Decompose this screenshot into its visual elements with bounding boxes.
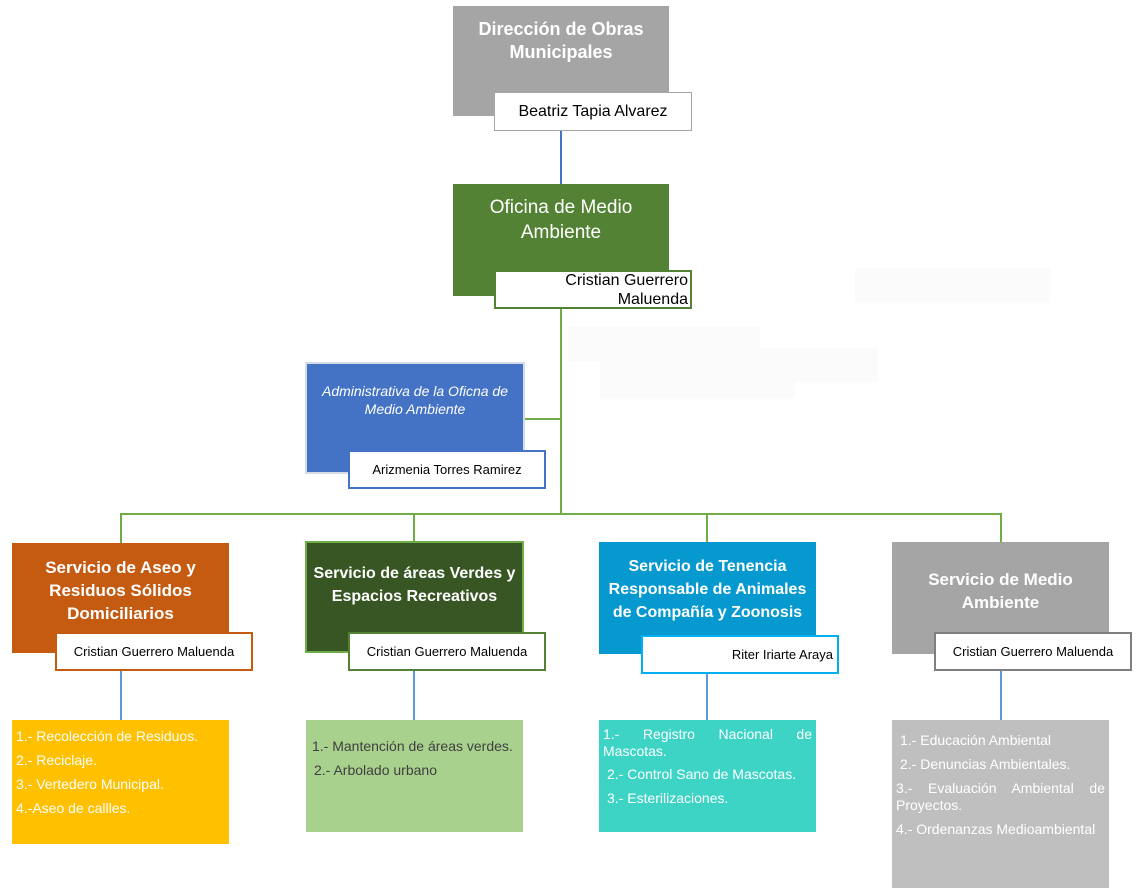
list-item: 4.-Aseo de callles. — [16, 800, 131, 816]
oficina-name: Cristian Guerrero Maluenda — [494, 270, 692, 309]
administrativa-name: Arizmenia Torres Ramirez — [348, 450, 546, 489]
list-item: 3.- Esterilizaciones. — [607, 790, 729, 806]
service-aseo-name: Cristian Guerrero Maluenda — [55, 632, 253, 671]
administrativa-title: Administrativa de la Oficna de Medio Amb… — [322, 383, 508, 417]
list-item: 1.- Recolección de Residuos. — [16, 728, 199, 744]
oficina-title: Oficina de Medio Ambiente — [489, 197, 633, 243]
service-areas-list: 1.- Mantención de áreas verdes. 2.- Arbo… — [306, 720, 523, 832]
list-item: 4.- Ordenanzas Medioambiental — [896, 821, 1096, 837]
service-tenencia-name: Riter Iriarte Araya — [641, 635, 839, 674]
ghost-shape — [855, 268, 1050, 302]
direccion-name: Beatriz Tapia Alvarez — [494, 92, 692, 131]
list-item: 2.- Arbolado urbano — [314, 762, 437, 778]
service-aseo-list: 1.- Recolección de Residuos. 2.- Recicla… — [12, 720, 229, 844]
ghost-shape — [600, 382, 795, 398]
service-tenencia-title: Servicio de Tenencia Responsable de Anim… — [608, 557, 807, 621]
list-item: 1.- Mantención de áreas verdes. — [312, 738, 513, 754]
service-medio-title: Servicio de Medio Ambiente — [928, 570, 1073, 612]
service-medio-list: 1.- Educación Ambiental 2.- Denuncias Am… — [892, 720, 1109, 888]
list-item: 1.- Registro Nacional de Mascotas. — [603, 726, 812, 759]
list-item: 3.- Evaluación Ambiental de Proyectos. — [896, 780, 1105, 813]
direccion-title: Dirección de Obras Municipales — [478, 19, 644, 62]
list-item: 1.- Educación Ambiental — [900, 732, 1051, 748]
list-item: 2.- Reciclaje. — [16, 752, 97, 768]
list-item: 3.- Vertedero Municipal. — [16, 776, 164, 792]
service-areas-name: Cristian Guerrero Maluenda — [348, 632, 546, 671]
service-medio-name: Cristian Guerrero Maluenda — [934, 632, 1132, 671]
ghost-shape — [600, 348, 878, 382]
service-aseo-title: Servicio de Aseo y Residuos Sólidos Domi… — [45, 557, 196, 623]
list-item: 2.- Control Sano de Mascotas. — [607, 766, 797, 782]
service-areas-title: Servicio de áreas Verdes y Espacios Recr… — [313, 565, 516, 605]
service-tenencia-list: 1.- Registro Nacional de Mascotas. 2.- C… — [599, 720, 816, 832]
list-item: 2.- Denuncias Ambientales. — [900, 756, 1071, 772]
